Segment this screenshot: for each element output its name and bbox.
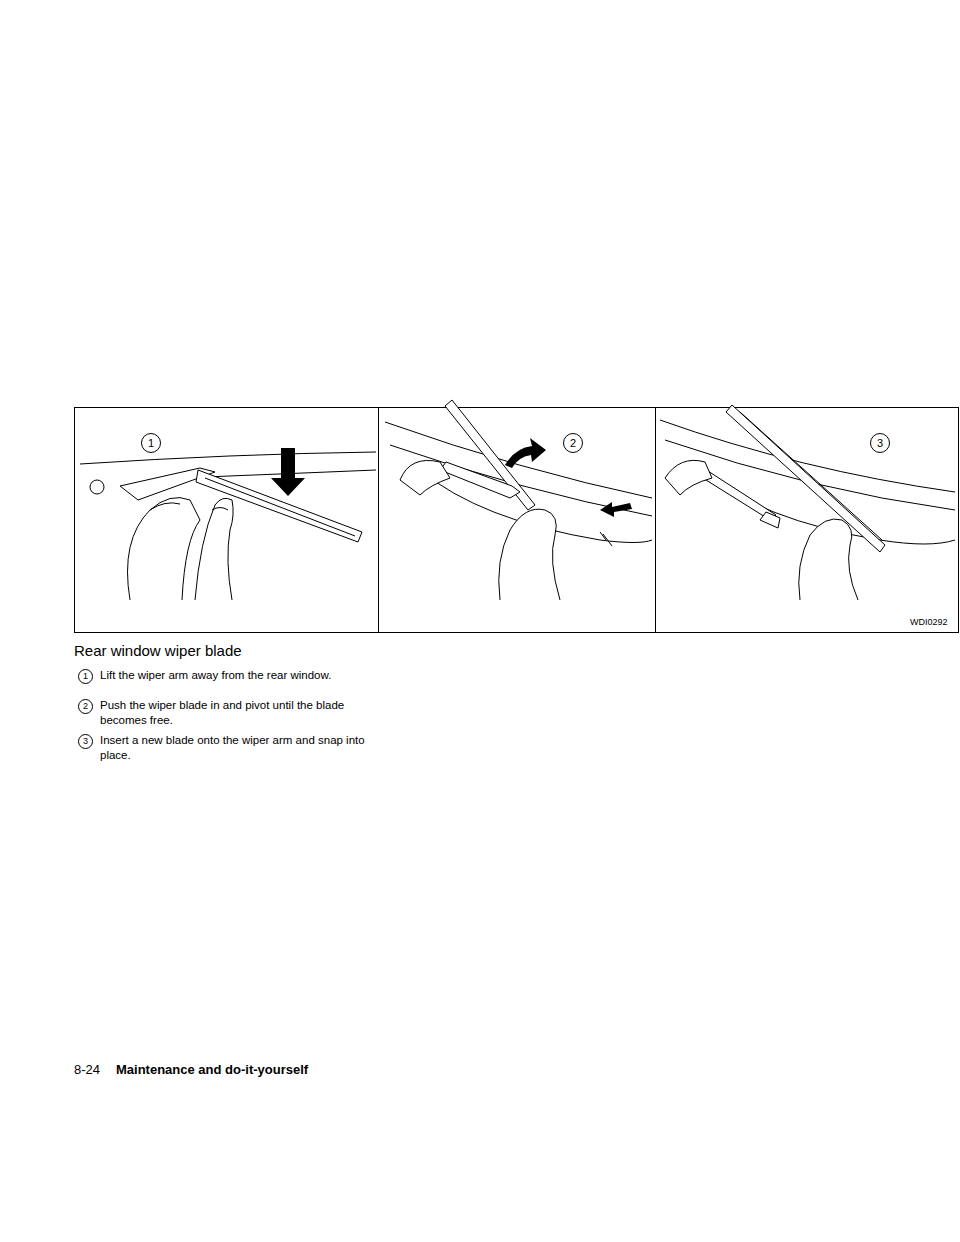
- chapter-name: Maintenance and do-it-yourself: [116, 1062, 308, 1077]
- push-arrow: [600, 502, 632, 517]
- section-title: Rear window wiper blade: [74, 642, 242, 659]
- panel-one: [80, 452, 376, 600]
- pivot-arrow: [505, 438, 546, 468]
- panel-three: [660, 405, 955, 600]
- figure-code: WDI0292: [910, 617, 948, 627]
- page-number: 8-24: [74, 1062, 100, 1077]
- step-number: 2: [78, 699, 93, 714]
- callout-number: 3: [870, 433, 890, 453]
- callout-number: 2: [563, 433, 583, 453]
- step-text: Insert a new blade onto the wiper arm an…: [100, 733, 372, 763]
- callout-number: 1: [141, 433, 161, 453]
- down-arrow: [271, 448, 305, 496]
- step-text: Push the wiper blade in and pivot until …: [100, 698, 372, 728]
- step-number: 1: [78, 669, 93, 684]
- panel-divider: [378, 408, 379, 632]
- panel-divider: [655, 408, 656, 632]
- step-number: 3: [78, 734, 93, 749]
- panel-two: [385, 400, 652, 600]
- figure-frame: [75, 408, 959, 633]
- step-text: Lift the wiper arm away from the rear wi…: [100, 668, 372, 683]
